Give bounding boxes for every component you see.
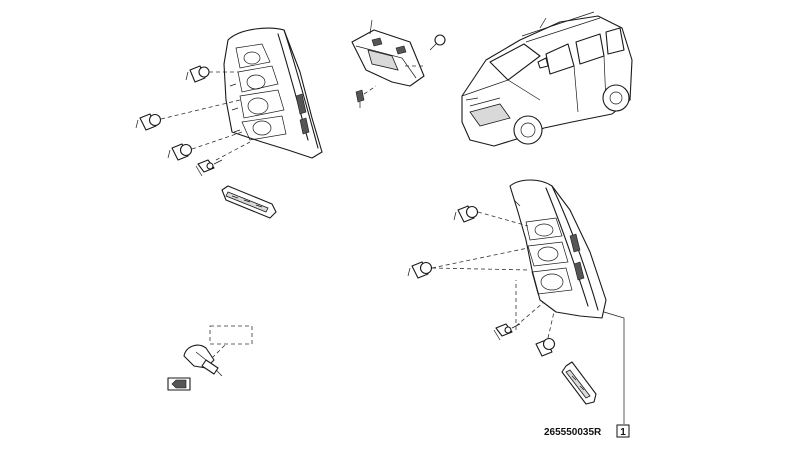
left-middle-bulb[interactable] <box>135 113 162 131</box>
vehicle-location-view <box>461 11 633 147</box>
right-middle-bulb[interactable] <box>407 261 433 279</box>
high-mount-brake-light[interactable] <box>351 19 425 87</box>
left-bulb-holder[interactable] <box>195 159 223 177</box>
left-lower-bulb[interactable] <box>167 143 193 161</box>
right-tail-lamp-assembly[interactable] <box>509 179 607 319</box>
right-rear-reflector[interactable] <box>561 361 597 405</box>
left-tail-lamp-assembly[interactable] <box>223 27 323 159</box>
callout-label: 1 <box>620 427 626 438</box>
reference-code: 265550035R <box>544 427 602 438</box>
bulb-socket-symbol <box>167 377 191 391</box>
brake-light-clip[interactable] <box>355 89 365 108</box>
right-upper-bulb[interactable] <box>453 205 479 223</box>
callout-1[interactable]: 1 <box>616 424 630 438</box>
right-lower-bulb[interactable] <box>535 337 556 357</box>
brake-light-screw-top[interactable] <box>429 34 446 51</box>
callout-leader-line <box>603 311 625 424</box>
bulb-detail-frame <box>209 325 253 345</box>
bulb-detail[interactable] <box>183 344 223 377</box>
left-rear-reflector[interactable] <box>221 185 277 219</box>
left-upper-bulb[interactable] <box>185 65 210 83</box>
